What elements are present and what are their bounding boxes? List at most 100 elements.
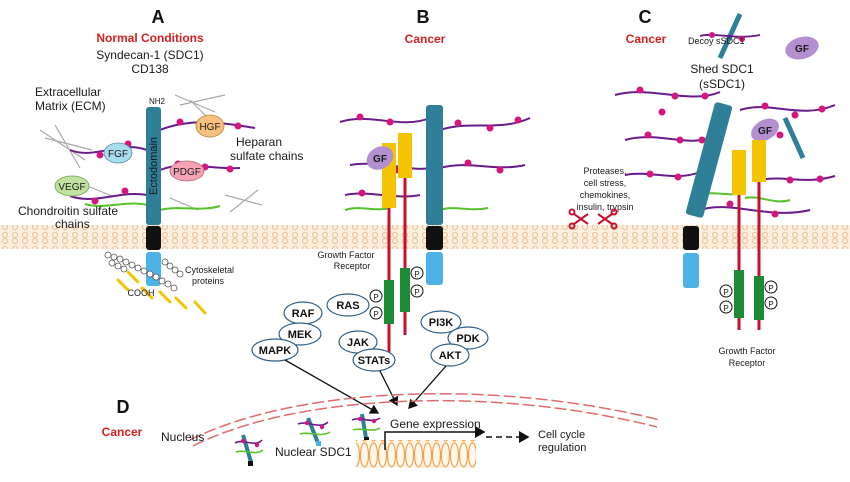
nuclear-sdc1-label: Nuclear SDC1 [275, 445, 352, 459]
ras-oval [326, 293, 370, 317]
stats-arrow [379, 370, 399, 407]
nuclear-sdc1-3 [351, 413, 381, 442]
phospho-group-c: P P P P [719, 280, 778, 314]
nucleus-label: Nucleus [161, 430, 204, 444]
ecm-label-2: Matrix (ECM) [35, 99, 106, 113]
phospho-icon [410, 284, 424, 298]
sdc1-transmembrane [146, 226, 161, 250]
phospho-icon [410, 266, 424, 280]
phospho-icon [764, 296, 778, 310]
proteases-label-1: Proteases, [583, 166, 626, 176]
pi3k-label: PI3K [429, 317, 454, 329]
phospho-label: P [723, 288, 728, 297]
cytoskeletal-beads [104, 251, 184, 292]
shed-label-1: Shed SDC1 [690, 62, 754, 76]
phospho-icon [764, 280, 778, 294]
scissors-icon [568, 208, 589, 230]
receptor-green-left-c [734, 270, 744, 318]
decoy-label: Decoy sSDC1 [688, 36, 745, 46]
panel-d: Nucleus Nuclear SDC1 Gene ex [161, 393, 661, 468]
stats-label: STATs [358, 355, 390, 367]
panel-b-letter: B [417, 7, 430, 27]
shed-sdc1 [685, 102, 733, 218]
receptor-green-left-b [384, 280, 394, 324]
nuclear-envelope-inner [192, 399, 658, 447]
ectodomain-label: Ectodomain [148, 137, 160, 195]
fgf-label: FGF [108, 149, 128, 160]
scissors-icon [597, 208, 618, 230]
receptor-green-right-c [754, 276, 764, 320]
cell-membrane [0, 225, 850, 249]
phospho-label: P [414, 270, 419, 279]
nh2-label: NH2 [149, 97, 166, 106]
cytoskeletal-yellow [116, 270, 207, 315]
decoy-chain [699, 33, 761, 38]
fgf-oval [103, 142, 133, 164]
sdc1-cytoplasmic-b [426, 252, 443, 285]
phospho-icon [369, 289, 383, 303]
cooh-label: COOH [128, 288, 155, 298]
panel-c-condition: Cancer [626, 32, 667, 46]
sdc1-ectodomain-b [426, 105, 443, 225]
chondroitin-label-1: Chondroitin sulfate [18, 204, 118, 218]
raf-label: RAF [292, 308, 315, 320]
sdc1-fragment [782, 116, 806, 160]
phospho-icon [719, 284, 733, 298]
panel-b: P P P P GF Growth Factor Receptor RAF RA… [251, 105, 531, 414]
pdgf-oval [169, 160, 205, 182]
pdgf-label: PDGF [173, 167, 201, 178]
pdk-oval [447, 326, 489, 350]
mapk-oval [251, 338, 299, 362]
mek-oval [278, 322, 322, 346]
gfr-c-label-2: Receptor [729, 358, 766, 368]
gfr-b-label-1: Growth Factor [317, 250, 374, 260]
dna-helix [356, 440, 476, 468]
phospho-label: P [373, 293, 378, 302]
panel-b-condition: Cancer [405, 32, 446, 46]
phospho-label: P [768, 300, 773, 309]
gf-label-c: GF [758, 126, 772, 137]
sdc1-transmembrane-b [426, 226, 443, 250]
gf-oval-c [751, 118, 779, 142]
panel-d-letter: D [117, 397, 130, 417]
phospho-label: P [723, 304, 728, 313]
receptor-yellow-left-c [732, 150, 746, 195]
decoy-dot [739, 36, 745, 42]
gene-expression-arrow [384, 426, 486, 450]
heparan-chains-c [614, 91, 836, 214]
decoy-dot [709, 32, 715, 38]
receptor-green-right-b [400, 268, 410, 312]
mapk-arrow [284, 359, 380, 414]
vegf-label: VEGF [58, 182, 85, 193]
proteases-label-3: chemokines, [580, 190, 631, 200]
phospho-label: P [414, 288, 419, 297]
ras-label: RAS [336, 300, 359, 312]
akt-label: AKT [439, 350, 462, 362]
pi3k-oval [420, 310, 462, 334]
stats-oval [352, 348, 396, 372]
nuclear-sdc1-1 [234, 434, 264, 466]
phospho-label: P [768, 284, 773, 293]
panel-a-title: Syndecan-1 (SDC1) [96, 48, 203, 62]
pdk-label: PDK [456, 333, 479, 345]
ecm-fibers [39, 94, 263, 213]
hgf-oval [195, 114, 225, 138]
gene-expression-label: Gene expression [390, 417, 481, 431]
panel-a: NH2 Ectodomain COOH Cytoskeletal protein… [18, 85, 303, 315]
cell-cycle-label-1: Cell cycle [538, 429, 585, 441]
ecm-label-1: Extracellular [35, 85, 101, 99]
heparan-dots-c [636, 86, 826, 218]
panel-a-subtitle: CD138 [131, 62, 169, 76]
jak-label: JAK [347, 337, 369, 349]
nuclear-sdc1-2 [297, 417, 331, 446]
signaling-ovals [251, 293, 489, 372]
nuclear-envelope-outer [189, 393, 661, 441]
panel-a-condition: Normal Conditions [96, 31, 204, 45]
gf-label-decoy: GF [795, 44, 809, 55]
phospho-icon [369, 306, 383, 320]
gfr-c-label-1: Growth Factor [718, 346, 775, 356]
sdc1-remnant-cyto [683, 253, 699, 288]
sdc1-ectodomain [146, 107, 161, 225]
phospho-label: P [373, 310, 378, 319]
